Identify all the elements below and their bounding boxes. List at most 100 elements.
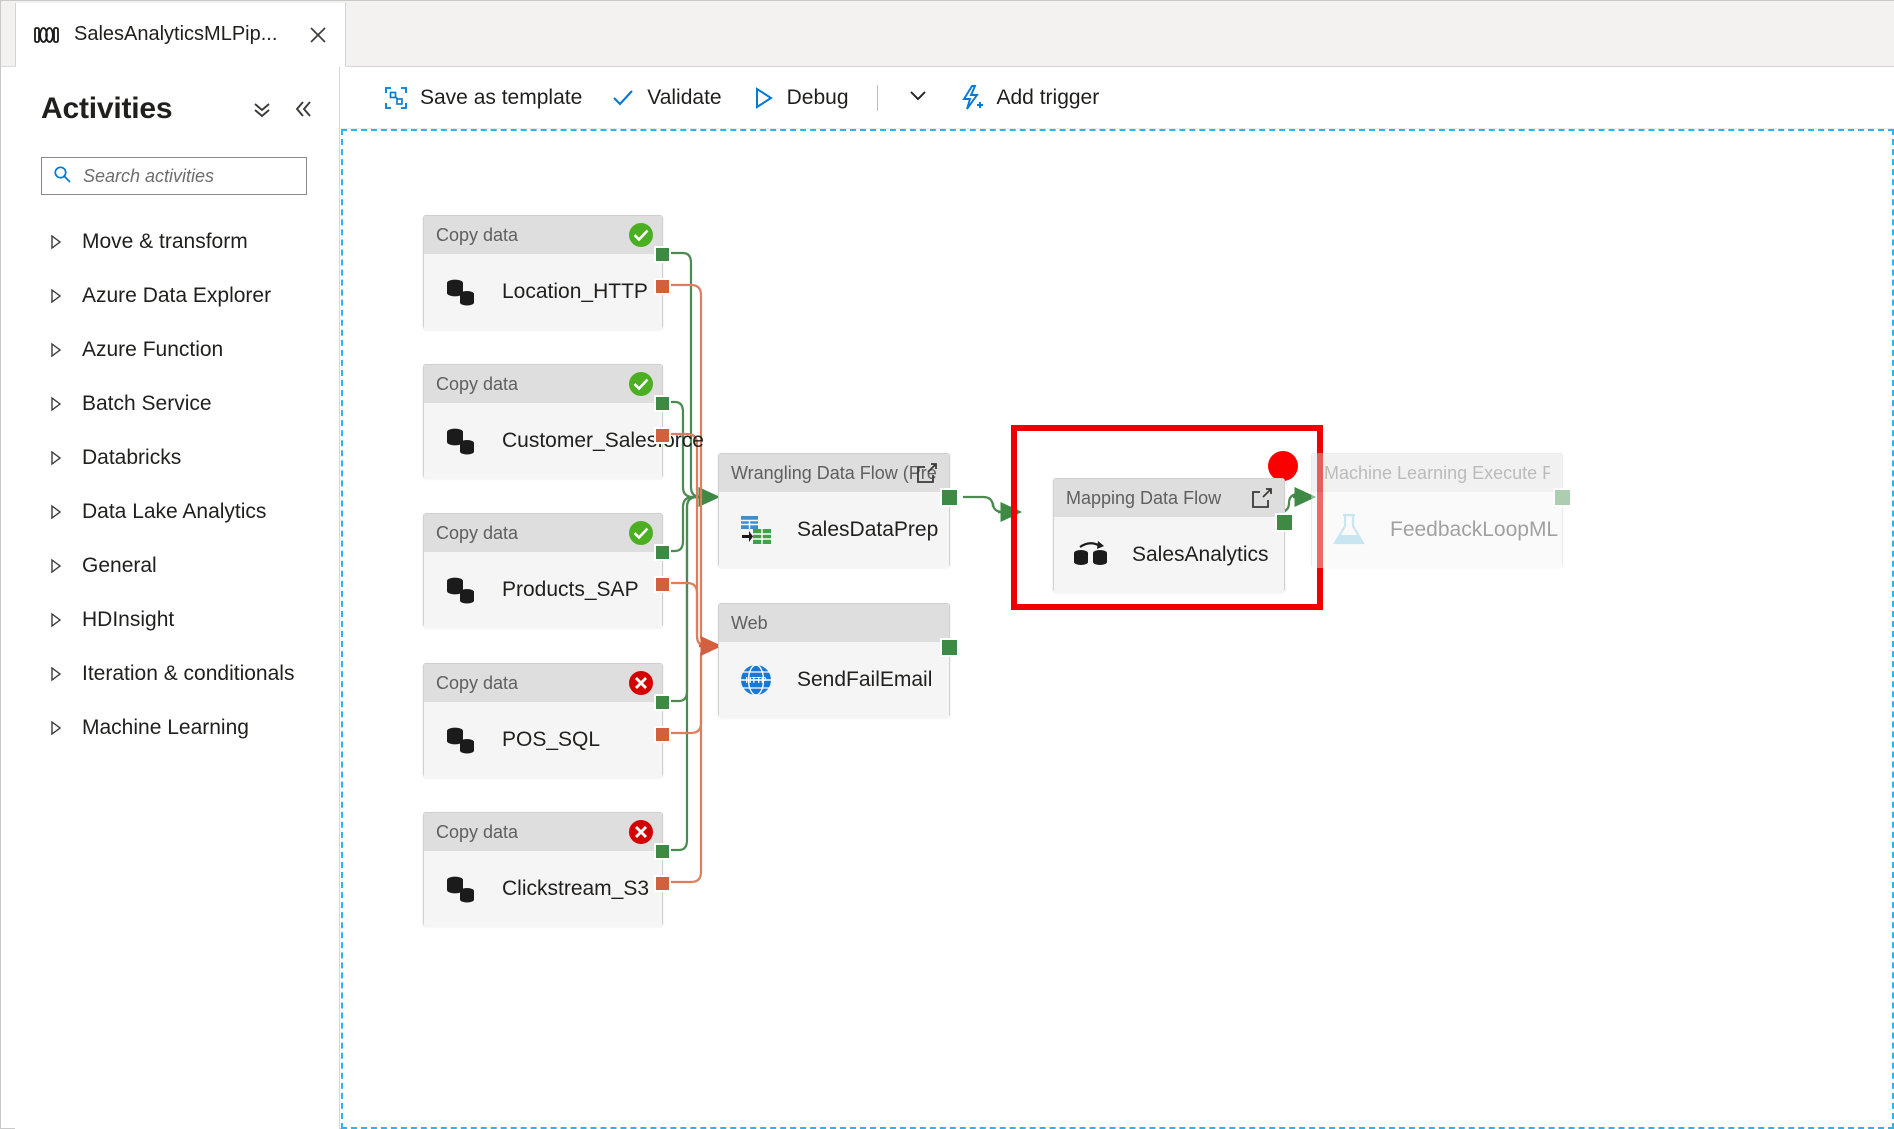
failure-output-handle[interactable]	[654, 875, 671, 892]
node-name-label: FeedbackLoopML	[1390, 518, 1559, 541]
activities-panel: Activities	[15, 67, 340, 1129]
activity-node-salesanalytics[interactable]: Mapping Data Flow	[1053, 478, 1294, 593]
sidebar-item-azure-function[interactable]: Azure Function	[41, 323, 321, 377]
failure-output-handle[interactable]	[654, 427, 671, 444]
external-link-icon[interactable]	[1250, 486, 1274, 510]
failure-output-handle[interactable]	[654, 726, 671, 743]
success-output-handle[interactable]	[1553, 488, 1572, 507]
activity-node-feedbackloopml[interactable]: Machine Learning Execute Pipeline Feedba…	[1311, 453, 1572, 568]
add-trigger-button[interactable]: Add trigger	[944, 77, 1114, 119]
activity-node-customer-salesforce[interactable]: Copy data	[423, 364, 704, 479]
success-output-handle[interactable]	[654, 246, 671, 263]
node-name-label: Location_HTTP	[502, 280, 648, 303]
activity-node-sendfailemail[interactable]: Web HTTP SendFailEmail	[718, 603, 959, 718]
sidebar-item-machine-learning[interactable]: Machine Learning	[41, 701, 321, 755]
save-as-template-label: Save as template	[420, 85, 583, 109]
debug-label: Debug	[786, 85, 849, 109]
activity-node-products-sap[interactable]: Copy data	[423, 513, 671, 628]
node-name-label: Clickstream_S3	[502, 877, 650, 900]
debug-button[interactable]: Debug	[736, 77, 863, 119]
activity-node-salesdataprep[interactable]: Wrangling Data Flow (Preview	[718, 453, 959, 568]
success-output-handle[interactable]	[940, 488, 959, 507]
node-type-label: Copy data	[436, 373, 519, 394]
success-output-handle[interactable]	[654, 395, 671, 412]
sidebar-item-move-transform[interactable]: Move & transform	[41, 215, 321, 269]
debug-options-dropdown[interactable]	[892, 77, 944, 119]
checkmark-icon	[610, 85, 636, 111]
svg-text:HTTP: HTTP	[746, 676, 768, 685]
green-check-icon	[628, 520, 654, 546]
http-globe-icon: HTTP	[737, 661, 775, 699]
sidebar-item-data-lake-analytics[interactable]: Data Lake Analytics	[41, 485, 321, 539]
node-name-label: Products_SAP	[502, 578, 639, 601]
success-output-handle[interactable]	[654, 544, 671, 561]
node-body: FeedbackLoopML	[1312, 492, 1562, 568]
node-name-label: Customer_Salesforce	[502, 429, 704, 452]
green-check-icon	[628, 371, 654, 397]
template-icon	[383, 85, 409, 111]
double-chevron-left-icon[interactable]	[292, 97, 316, 121]
failure-output-handle[interactable]	[654, 278, 671, 295]
tab-title: SalesAnalyticsMLPip...	[74, 23, 278, 45]
search-input[interactable]	[81, 164, 296, 188]
mapping-data-flow-icon	[1072, 536, 1110, 574]
play-triangle-icon	[750, 85, 776, 111]
sidebar-item-hdinsight[interactable]: HDInsight	[41, 593, 321, 647]
node-header: Wrangling Data Flow (Preview	[719, 454, 949, 492]
validate-button[interactable]: Validate	[596, 77, 735, 119]
sidebar-item-general[interactable]: General	[41, 539, 321, 593]
sidebar-item-azure-data-explorer[interactable]: Azure Data Explorer	[41, 269, 321, 323]
activity-category-list: Move & transform Azure Data Explorer Azu…	[41, 215, 321, 755]
sidebar-item-batch-service[interactable]: Batch Service	[41, 377, 321, 431]
save-as-template-button[interactable]: Save as template	[369, 77, 596, 119]
node-body: Location_HTTP	[424, 254, 662, 330]
chevron-right-icon	[50, 612, 62, 628]
copy-data-icon	[442, 721, 480, 759]
sidebar-item-label: Batch Service	[82, 392, 212, 415]
success-output-handle[interactable]	[654, 694, 671, 711]
sidebar-item-label: Azure Data Explorer	[82, 284, 272, 307]
sidebar-item-databricks[interactable]: Databricks	[41, 431, 321, 485]
chevron-right-icon	[50, 288, 62, 304]
node-name-label: POS_SQL	[502, 728, 601, 751]
chevron-right-icon	[50, 342, 62, 358]
sidebar-item-label: Azure Function	[82, 338, 224, 361]
external-link-icon[interactable]	[915, 461, 939, 485]
close-icon[interactable]	[307, 24, 329, 46]
node-header: Mapping Data Flow	[1054, 479, 1284, 517]
copy-data-icon	[442, 422, 480, 460]
node-type-label: Mapping Data Flow	[1066, 487, 1222, 508]
activities-header: Activities	[41, 87, 316, 131]
node-header: Copy data	[424, 514, 662, 552]
node-header: Copy data	[424, 813, 662, 851]
failure-output-handle[interactable]	[654, 576, 671, 593]
search-box[interactable]	[41, 157, 307, 195]
add-trigger-label: Add trigger	[996, 85, 1100, 109]
activity-node-pos-sql[interactable]: Copy data	[423, 663, 671, 778]
node-type-label: Wrangling Data Flow (Preview	[731, 462, 937, 483]
activity-node-clickstream-s3[interactable]: Copy data	[423, 812, 671, 927]
node-body: HTTP SendFailEmail	[719, 642, 949, 718]
tab-pipeline[interactable]: SalesAnalyticsMLPip...	[15, 3, 347, 67]
node-body: POS_SQL	[424, 702, 662, 778]
success-output-handle[interactable]	[654, 843, 671, 860]
copy-data-icon	[442, 870, 480, 908]
wrangling-data-flow-icon	[737, 511, 775, 549]
red-x-icon	[628, 670, 654, 696]
node-name-label: SalesAnalytics	[1132, 543, 1269, 566]
pipeline-canvas[interactable]: Copy data	[341, 129, 1894, 1129]
sidebar-item-iteration-conditionals[interactable]: Iteration & conditionals	[41, 647, 321, 701]
success-output-handle[interactable]	[940, 638, 959, 657]
sidebar-item-label: HDInsight	[82, 608, 175, 631]
double-chevron-down-icon[interactable]	[250, 97, 274, 121]
chevron-right-icon	[50, 396, 62, 412]
pipeline-icon	[34, 26, 60, 44]
chevron-right-icon	[50, 720, 62, 736]
node-header: Machine Learning Execute Pipeline	[1312, 454, 1562, 492]
success-output-handle[interactable]	[1275, 513, 1294, 532]
activity-node-location-http[interactable]: Copy data	[423, 215, 671, 330]
ml-flask-icon	[1330, 511, 1368, 549]
chevron-down-icon	[906, 83, 930, 112]
sidebar-item-label: Move & transform	[82, 230, 248, 253]
